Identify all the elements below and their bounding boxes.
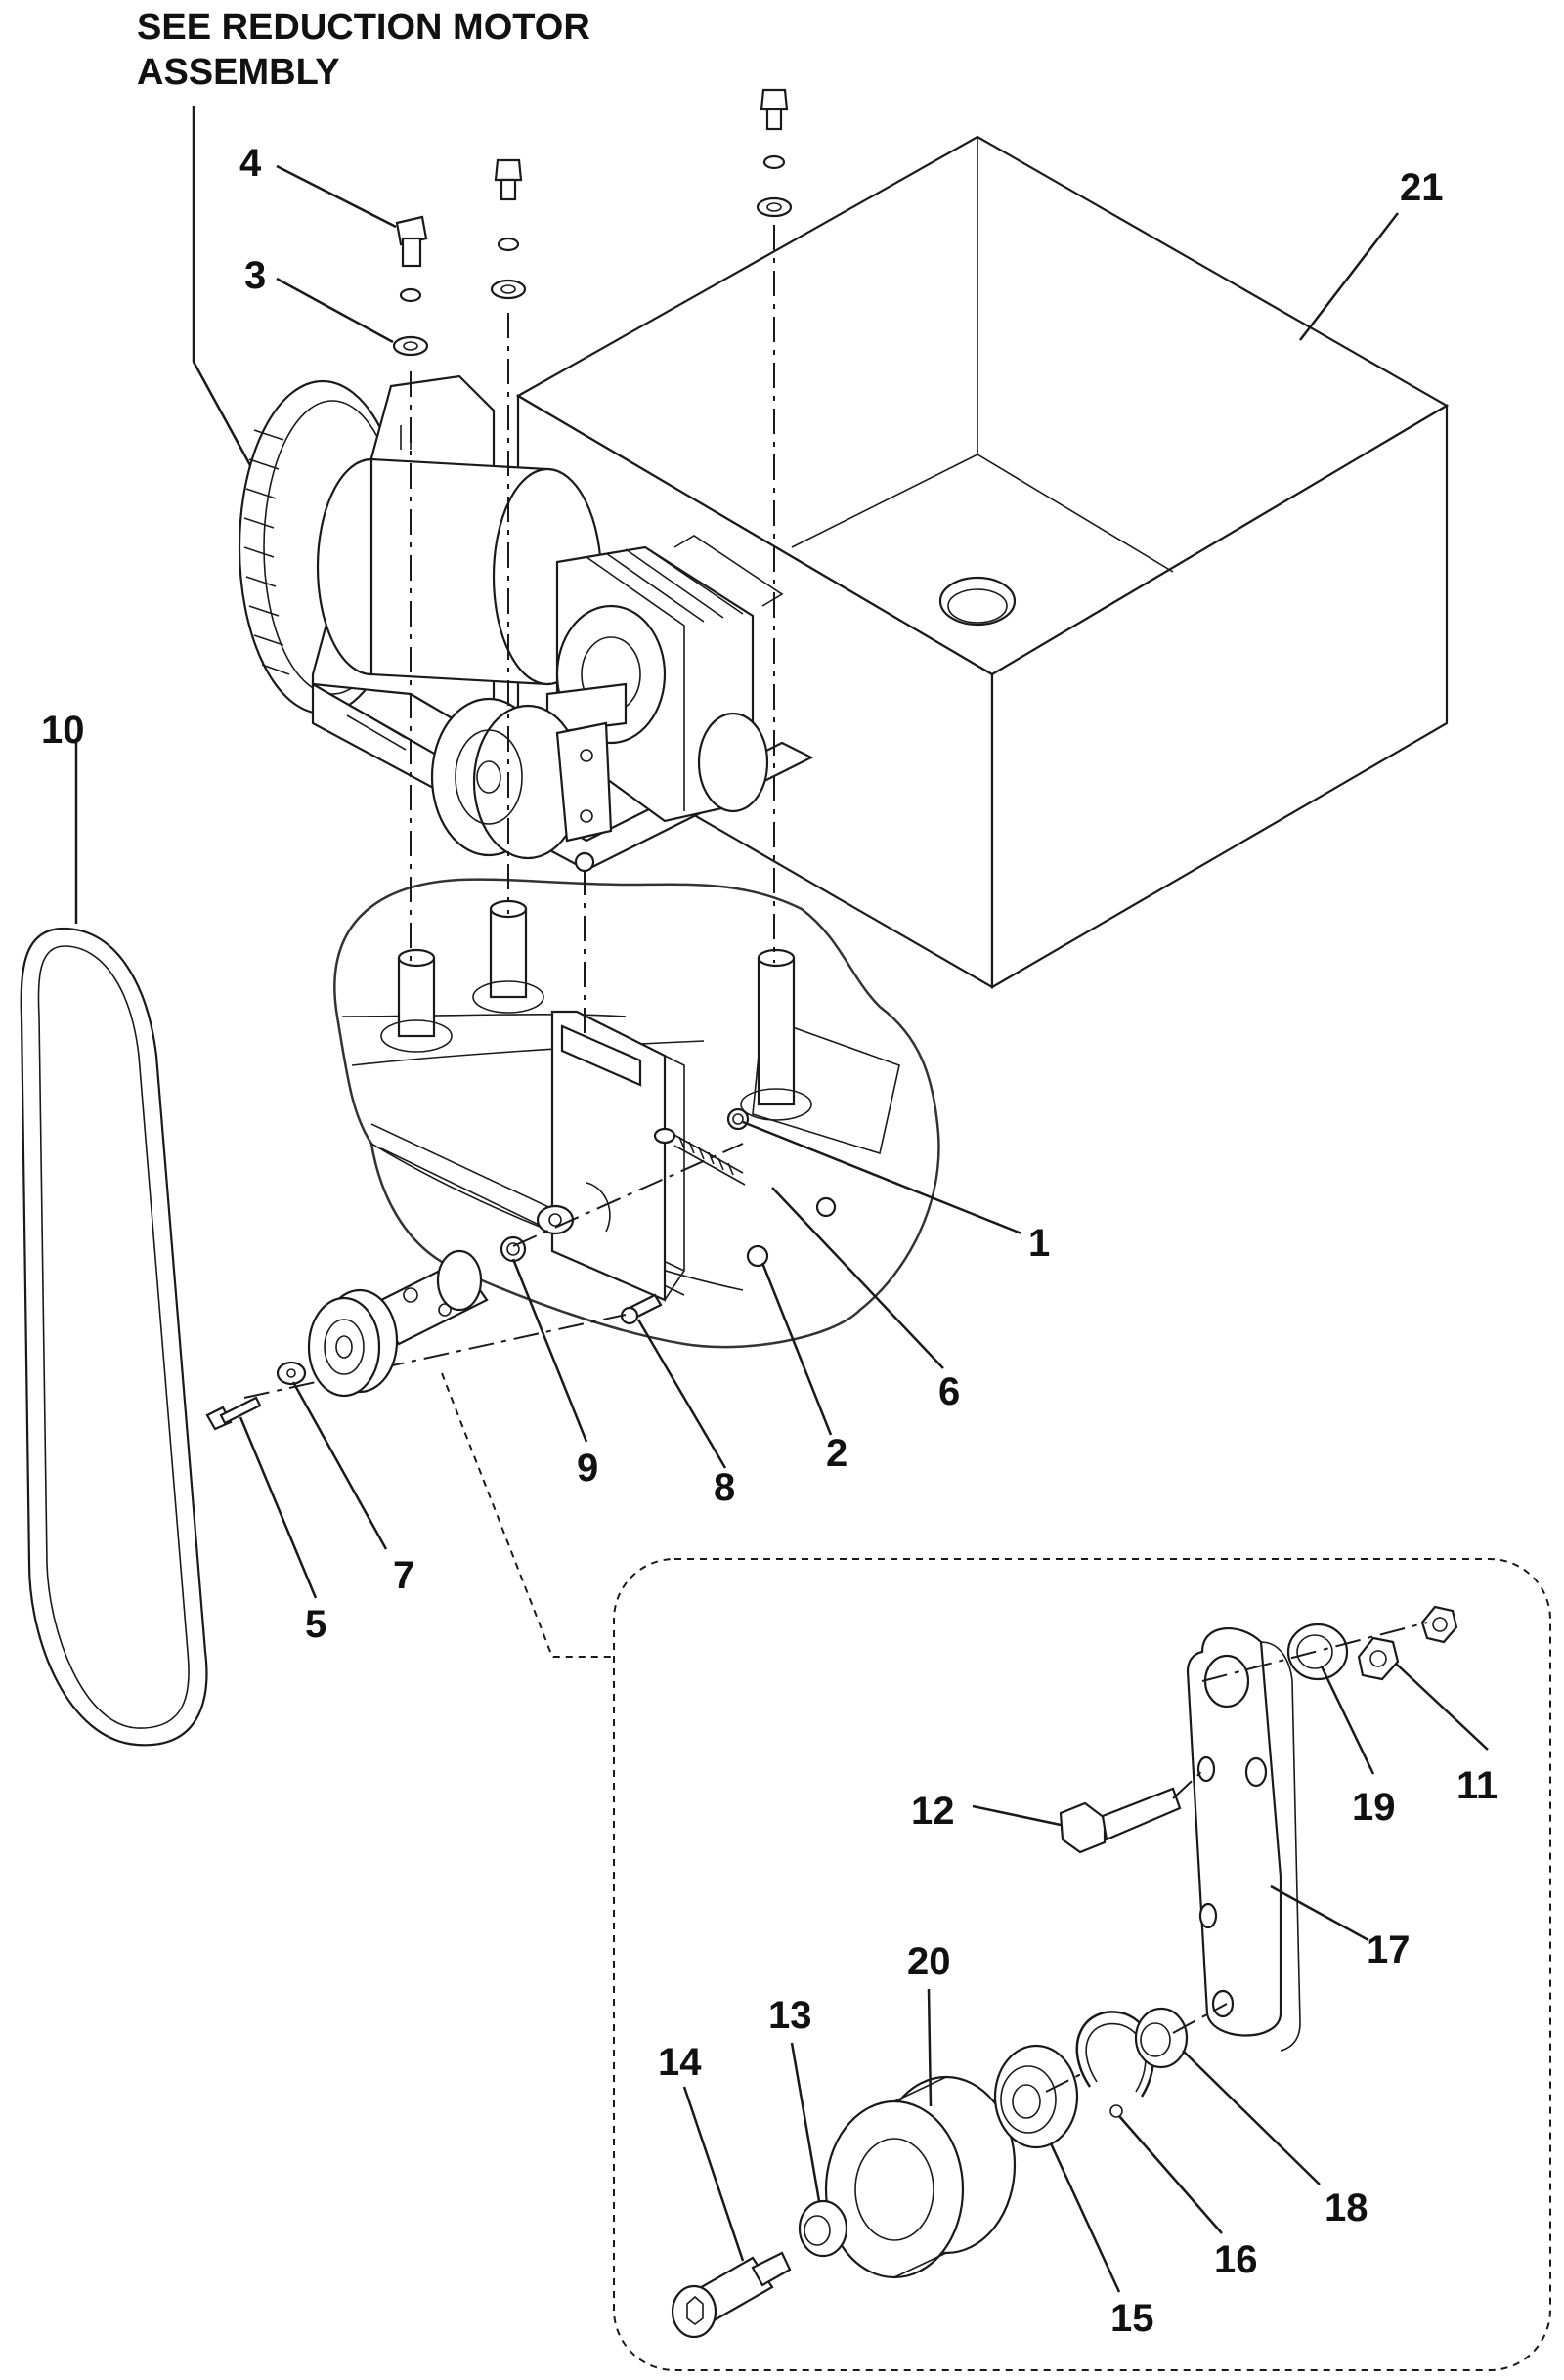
fastener-stack-mid	[490, 158, 527, 300]
bracket-plate	[550, 1010, 685, 1302]
washer	[798, 2199, 848, 2258]
tension-arm	[1186, 1627, 1301, 2052]
callout-5: 5	[305, 1603, 326, 1646]
arm-hardware	[1201, 1605, 1458, 1682]
callout-21: 21	[1400, 166, 1444, 209]
housing-base	[333, 878, 940, 1349]
callout-1: 1	[1028, 1222, 1050, 1265]
fastener-stack-right	[756, 88, 793, 218]
socket-cap-screw	[671, 2251, 792, 2339]
callout-17: 17	[1367, 1928, 1411, 1971]
callout-15: 15	[1110, 2297, 1154, 2340]
spacer	[1045, 2003, 1228, 2093]
callout-18: 18	[1325, 2186, 1368, 2229]
idler-pulley-shaft	[205, 1249, 489, 1431]
callout-7: 7	[393, 1554, 414, 1597]
mounting-posts	[380, 899, 812, 1121]
note-leader	[192, 106, 276, 509]
callout-19: 19	[1352, 1786, 1396, 1829]
leader-lines	[74, 164, 1489, 2293]
fastener-stack-left	[392, 215, 429, 357]
callout-3: 3	[244, 254, 266, 297]
tension-spring	[653, 1127, 746, 1186]
bearing	[993, 2044, 1079, 2149]
callout-14: 14	[658, 2041, 702, 2084]
callout-10: 10	[41, 709, 85, 752]
callout-9: 9	[577, 1447, 598, 1490]
callout-2: 2	[826, 1432, 847, 1475]
callout-8: 8	[714, 1466, 735, 1509]
callout-6: 6	[938, 1370, 960, 1413]
callout-4: 4	[239, 142, 262, 185]
callout-12: 12	[911, 1790, 955, 1833]
note-line-2: ASSEMBLY	[137, 52, 340, 93]
note-line-1: SEE REDUCTION MOTOR	[137, 7, 590, 48]
callout-13: 13	[768, 1994, 812, 2037]
drive-belt	[20, 927, 208, 1747]
callout-16: 16	[1214, 2238, 1258, 2281]
pivot-bolt	[1059, 1768, 1205, 1854]
cover-box	[515, 135, 1450, 989]
callout-20: 20	[907, 1940, 951, 1983]
alignment-lines	[243, 225, 775, 1399]
callout-11: 11	[1456, 1764, 1498, 1807]
idler-wheel	[824, 2075, 1017, 2279]
detail-inset	[441, 1372, 1551, 2371]
reduction-motor-assembly	[238, 374, 814, 873]
callout-numbers: 4 3 21 10 1 6 2 8 9 5 7 11 12 19 17 20 1…	[41, 142, 1498, 2340]
